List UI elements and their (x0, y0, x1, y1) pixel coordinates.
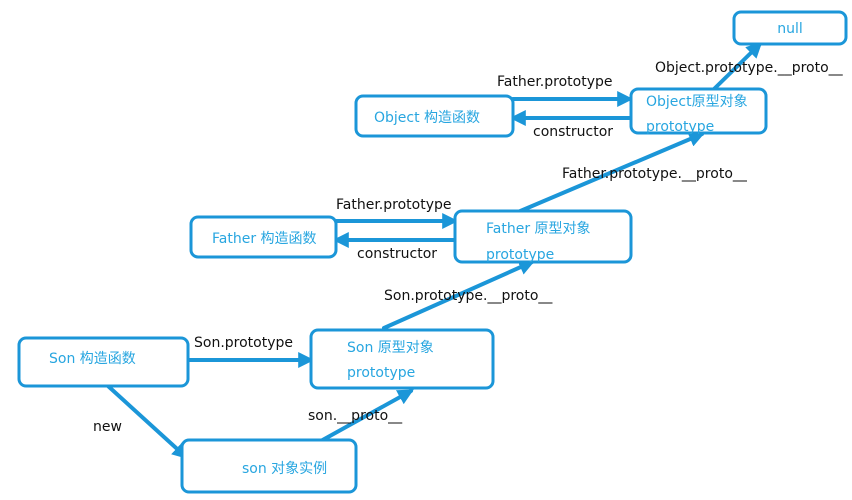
edge-label-son-ctor-to-instance: new (93, 419, 122, 435)
node-object-prototype: Object原型对象 prototype (629, 87, 768, 135)
node-son-instance-label: son 对象实例 (242, 461, 327, 477)
node-object-constructor-label: Object 构造函数 (374, 110, 480, 126)
node-null: null (732, 10, 848, 46)
edge-label-father-ctor-to-proto: Father.prototype (336, 197, 451, 213)
node-object-constructor: Object 构造函数 (354, 94, 515, 138)
arrow-father-proto-to-object-proto (516, 131, 705, 214)
node-father-prototype-subtitle: prototype (486, 247, 554, 263)
node-son-prototype-subtitle: prototype (347, 365, 415, 381)
node-son-prototype-title: Son 原型对象 (347, 340, 434, 356)
arrow-son-ctor-to-instance (106, 384, 189, 460)
node-object-prototype-title: Object原型对象 (646, 94, 748, 110)
node-son-instance: son 对象实例 (180, 438, 358, 494)
node-father-prototype-title: Father 原型对象 (486, 221, 591, 237)
node-son-prototype: Son 原型对象 prototype (309, 328, 495, 390)
node-father-prototype: Father 原型对象 prototype (453, 209, 633, 264)
edge-label-object-proto-to-ctor: constructor (533, 124, 613, 140)
edge-label-father-proto-to-object-proto: Father.prototype.__proto__ (562, 166, 748, 182)
arrow-object-proto-to-null (711, 41, 763, 92)
edge-label-son-instance-to-proto: son.__proto__ (308, 408, 403, 424)
edge-label-son-proto-to-father-proto: Son.prototype.__proto__ (384, 288, 553, 304)
arrow-son-proto-to-father-proto (382, 259, 535, 330)
edge-label-object-ctor-to-proto: Father.prototype (497, 74, 612, 90)
node-son-constructor: Son 构造函数 (17, 336, 190, 388)
edge-label-object-proto-to-null: Object.prototype.__proto__ (655, 60, 844, 76)
node-null-label: null (777, 21, 803, 37)
edge-label-father-proto-to-ctor: constructor (357, 246, 437, 262)
arrow-son-instance-to-proto (308, 389, 414, 449)
node-object-prototype-subtitle: prototype (646, 119, 714, 135)
node-father-constructor-label: Father 构造函数 (212, 231, 317, 247)
node-son-constructor-label: Son 构造函数 (49, 351, 136, 367)
node-father-constructor: Father 构造函数 (189, 215, 338, 259)
edge-label-son-ctor-to-proto: Son.prototype (194, 335, 293, 351)
